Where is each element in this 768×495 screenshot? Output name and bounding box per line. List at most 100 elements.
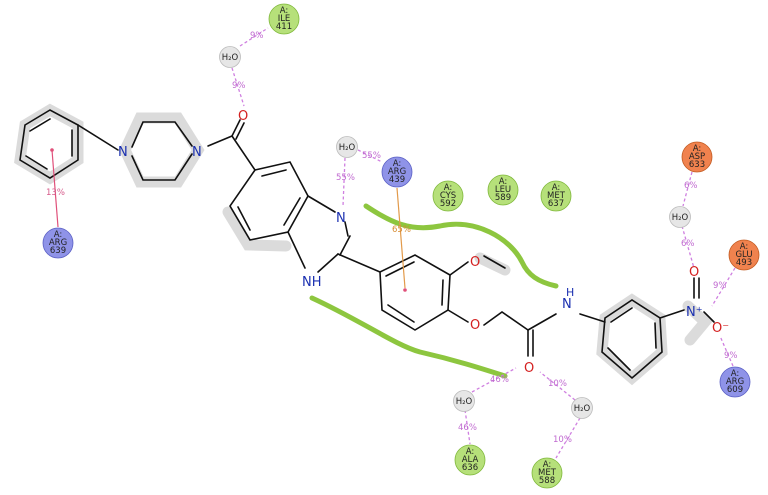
pct-water-o-right: 10% [548, 379, 567, 389]
pct-water-ala: 46% [458, 423, 477, 433]
hbond-ile-water [239, 27, 269, 47]
water-4-label: H₂O [456, 397, 473, 407]
residue-chain: A: [543, 460, 552, 470]
pct-glu-nitro: 9% [713, 281, 727, 291]
residue-number: 493 [736, 258, 752, 268]
pipi-arg639-phenyl [51, 149, 59, 228]
bond-phenyl-ring [19, 109, 79, 179]
residue-chain: A: [740, 242, 749, 252]
bond-imidazole [287, 195, 349, 273]
pocket-outline-upper [363, 203, 559, 289]
residue-circle [681, 141, 713, 173]
atom-h-amide: H [566, 286, 574, 299]
bond-nitrophenyl-ring [601, 299, 663, 380]
water-3: H₂O [669, 206, 691, 228]
bond-piperazine [131, 121, 193, 181]
residue-name: ARG [726, 377, 744, 387]
residue-number: 609 [727, 385, 743, 395]
pct-water-nitro: 6% [681, 239, 695, 249]
atom-n-piperazine-2: N [192, 145, 202, 160]
residue-circle [487, 174, 519, 206]
residue-chain: A: [280, 6, 289, 16]
residue-circle [531, 457, 563, 489]
halo-methoxy [474, 252, 511, 276]
hbond-water-o-left [471, 367, 517, 393]
residue-number: 633 [689, 160, 705, 170]
bond-carbonyl-c-o [231, 119, 245, 140]
residue-number: 636 [462, 463, 478, 473]
residue-name: GLU [735, 250, 752, 260]
hbond-water-met588 [555, 417, 581, 459]
bond-amide-cn [527, 313, 557, 331]
bond-nitrophenyl-double [607, 307, 657, 371]
hbond-arg439-water [357, 149, 383, 163]
bond-amide-co [527, 329, 534, 357]
residue-name: MET [547, 191, 566, 201]
residue-name: CYS [440, 191, 456, 201]
bond-methoxy [449, 255, 506, 276]
atom-o-nitro-minus: O⁻ [712, 321, 729, 336]
residue-number: 589 [495, 193, 511, 203]
atom-o-methoxy: O [470, 255, 480, 270]
bond-methoxyphenyl-double [385, 261, 444, 323]
residue-number: 588 [539, 476, 555, 486]
pct-water-n: 55% [336, 173, 355, 183]
residue-name: ARG [388, 167, 406, 177]
water-molecules: H₂O H₂O H₂O H₂O H₂O [219, 46, 691, 419]
water-5-label: H₂O [574, 404, 591, 414]
atom-nh-imidazole: NH [302, 275, 322, 290]
water-2-label: H₂O [339, 143, 356, 153]
bond-imidazole-double [339, 235, 351, 256]
water-1: H₂O [219, 46, 241, 68]
hbond-water-ala [464, 409, 471, 445]
residue-circle [432, 180, 464, 212]
residue-circle [719, 366, 751, 398]
residue-chain: A: [499, 177, 508, 187]
interaction-lines [50, 27, 736, 459]
residue-circle [454, 444, 486, 476]
bond-nitro [659, 277, 715, 323]
residue-number: 411 [276, 22, 292, 32]
residue-number: 639 [50, 246, 66, 256]
pct-arg439-pi: 65% [392, 225, 411, 235]
bond-methoxyphenyl-ring [379, 254, 451, 331]
pocket-outline-lower [309, 295, 508, 379]
bond-phenyl-n [77, 124, 119, 151]
water-1-label: H₂O [222, 53, 239, 63]
pct-asp-water: 6% [684, 181, 698, 191]
water-5: H₂O [571, 397, 593, 419]
residue-chain: A: [466, 447, 475, 457]
pct-arg609-nitro: 9% [724, 351, 738, 361]
pct-ile-water: 9% [250, 31, 264, 41]
residue-circle [540, 180, 572, 212]
water-2: H₂O [336, 136, 358, 158]
atom-n-amide: N [562, 297, 572, 312]
residue-circle [381, 156, 413, 188]
pct-arg439-water: 55% [362, 151, 381, 161]
residue-name: ASP [689, 152, 705, 162]
cation-pi-arg439 [396, 187, 406, 289]
residue-chain: A: [393, 159, 402, 169]
water-4: H₂O [453, 390, 475, 412]
residue-number: 592 [440, 199, 456, 209]
atom-n-imidazole: N [336, 211, 346, 226]
bond-benzo-double [237, 169, 301, 231]
bond-imidazole-aryl [337, 253, 381, 273]
halo-nitro [682, 300, 713, 346]
atom-n-nitro: N⁺ [686, 305, 703, 320]
residue-name: ARG [49, 238, 67, 248]
ligand-bonds [19, 109, 715, 380]
residue-number: 637 [548, 199, 564, 209]
atom-n-piperazine-1: N [118, 145, 128, 160]
